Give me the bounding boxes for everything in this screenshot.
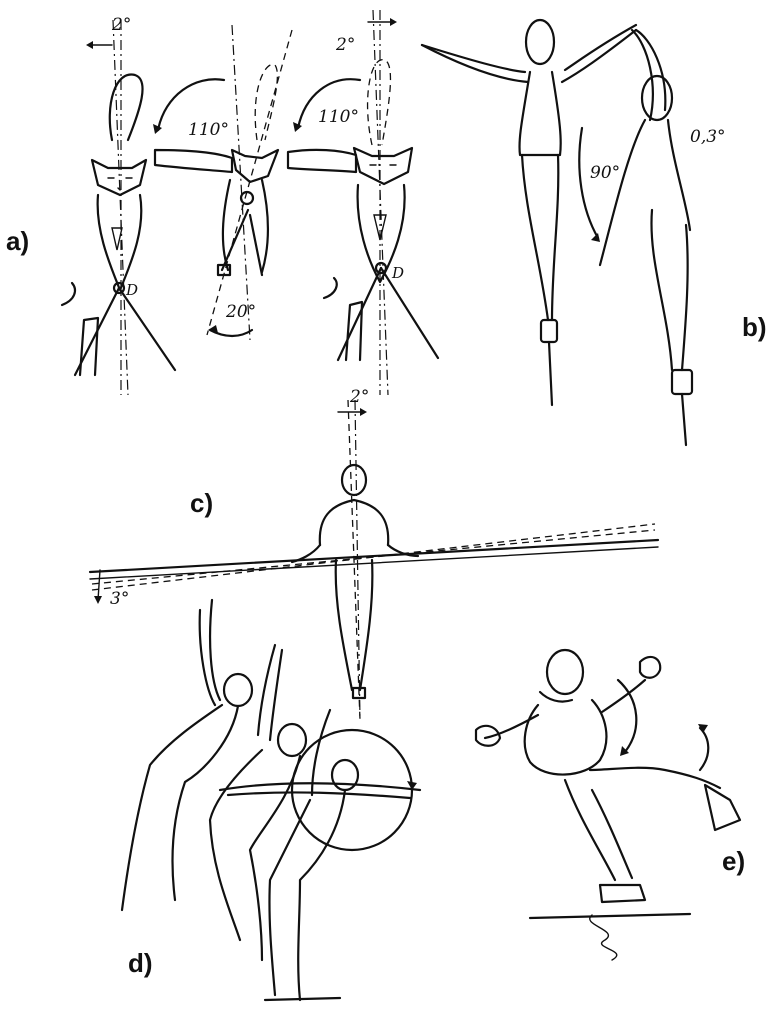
angle-label-a-cat3-tilt: 2° <box>335 35 355 55</box>
panel-a-cat-sequence <box>62 10 438 395</box>
angle-label-a-cat1-tilt: 2° <box>111 15 131 35</box>
angle-label-c-body: 2° <box>349 387 369 407</box>
panel-label-b: b) <box>742 312 767 342</box>
panel-e-kicking-skater <box>476 650 740 960</box>
cat-figure-2 <box>153 25 292 340</box>
panel-b-skater-spin <box>422 20 692 445</box>
panel-c-tightrope-walker <box>90 400 658 720</box>
panel-d-diver-sequence <box>122 600 420 1000</box>
skater-figure-arms-in <box>579 30 692 445</box>
angle-label-c-pole: 3° <box>110 589 129 609</box>
cat-figure-1 <box>62 20 175 395</box>
cat-figure-3 <box>288 10 438 395</box>
panel-label-a: a) <box>6 226 29 256</box>
angle-label-b-tilt: 0,3° <box>690 127 726 147</box>
panel-label-e: e) <box>722 846 745 876</box>
diver-figure-1 <box>122 600 252 910</box>
skater-figure-arms-out <box>422 20 636 405</box>
point-label-d-cat3: D <box>391 264 404 282</box>
panel-label-d: d) <box>128 948 153 978</box>
angle-label-b-rotation: 90° <box>590 163 620 183</box>
point-label-d-cat1: D <box>125 281 138 299</box>
angle-label-a-cat3-rotation: 110° <box>318 107 359 127</box>
angle-label-a-cat2-tilt: 20° <box>225 302 256 322</box>
angle-label-a-cat2-rotation: 110° <box>188 120 229 140</box>
panel-label-c: c) <box>190 488 213 518</box>
